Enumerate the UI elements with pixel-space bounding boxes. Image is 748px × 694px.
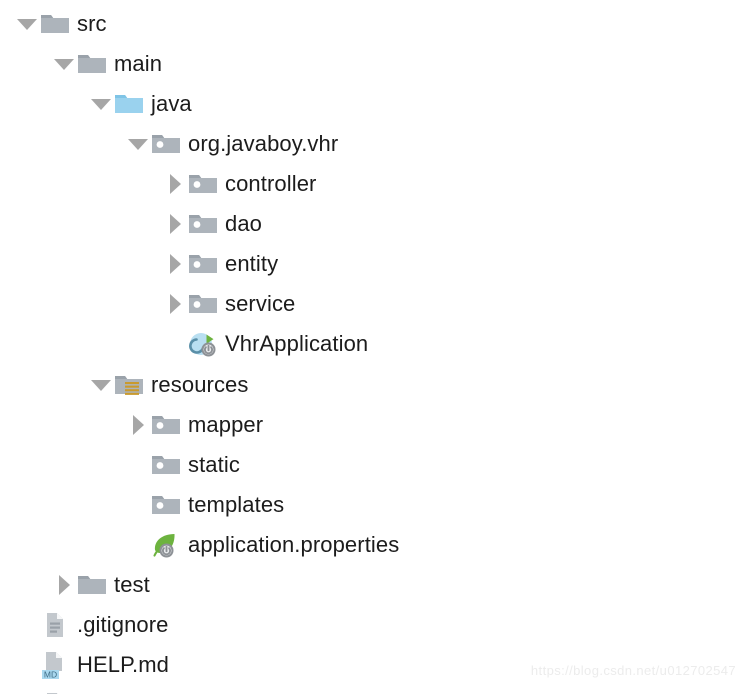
expand-arrow-icon[interactable]: [162, 164, 188, 204]
tree-row-clipped[interactable]: [0, 685, 748, 694]
tree-row-label: org.javaboy.vhr: [188, 131, 339, 156]
tree-row-label: resources: [151, 372, 249, 397]
collapse-arrow-icon[interactable]: [51, 44, 77, 84]
collapse-arrow-icon[interactable]: [88, 84, 114, 124]
spring-properties-file-icon: [151, 530, 181, 560]
no-arrow-spacer: [162, 324, 188, 364]
tree-row[interactable]: .gitignore: [14, 605, 169, 645]
tree-row[interactable]: dao: [162, 204, 262, 244]
collapse-arrow-icon[interactable]: [125, 124, 151, 164]
tree-row-label: src: [77, 11, 107, 36]
tree-row-label: dao: [225, 211, 263, 236]
tree-row[interactable]: resources: [88, 365, 249, 405]
no-arrow-spacer: [14, 645, 40, 685]
package-folder-icon: [188, 249, 218, 279]
collapse-arrow-icon[interactable]: [14, 4, 40, 44]
watermark-text: https://blog.csdn.net/u012702547: [530, 663, 736, 678]
tree-row-partial[interactable]: [14, 685, 77, 694]
tree-row-label: mapper: [188, 412, 264, 437]
expand-arrow-icon[interactable]: [162, 244, 188, 284]
folder-icon: [77, 570, 107, 600]
expand-arrow-icon[interactable]: [125, 405, 151, 445]
tree-row[interactable]: VhrApplication: [162, 324, 368, 364]
package-folder-icon: [188, 169, 218, 199]
tree-row-label: HELP.md: [77, 652, 170, 677]
tree-row-label: java: [151, 91, 192, 116]
no-arrow-spacer: [14, 685, 40, 694]
package-folder-icon: [151, 490, 181, 520]
tree-row[interactable]: static: [125, 445, 240, 485]
expand-arrow-icon[interactable]: [51, 565, 77, 605]
tree-row-label: main: [114, 51, 163, 76]
tree-row-label: entity: [225, 251, 279, 276]
tree-row[interactable]: main: [51, 44, 162, 84]
package-folder-icon: [151, 410, 181, 440]
markdown-file-icon: MD: [40, 650, 70, 680]
tree-row[interactable]: mapper: [125, 405, 263, 445]
no-arrow-spacer: [125, 525, 151, 565]
tree-row-label: VhrApplication: [225, 331, 369, 356]
tree-row-label: .gitignore: [77, 612, 169, 637]
tree-row[interactable]: MD HELP.md: [14, 645, 169, 685]
resources-root-folder-icon: [114, 370, 144, 400]
tree-row[interactable]: templates: [125, 485, 284, 525]
tree-row[interactable]: test: [51, 565, 150, 605]
tree-row[interactable]: application.properties: [125, 525, 399, 565]
tree-row-label: controller: [225, 171, 317, 196]
no-arrow-spacer: [125, 445, 151, 485]
tree-row-label: static: [188, 452, 240, 477]
package-folder-icon: [188, 289, 218, 319]
tree-row-label: templates: [188, 492, 285, 517]
tree-row[interactable]: controller: [162, 164, 316, 204]
tree-row[interactable]: java: [88, 84, 192, 124]
tree-row[interactable]: service: [162, 284, 295, 324]
tree-row-label: service: [225, 291, 296, 316]
expand-arrow-icon[interactable]: [162, 204, 188, 244]
folder-icon: [77, 49, 107, 79]
tree-row-label: test: [114, 572, 150, 597]
collapse-arrow-icon[interactable]: [88, 365, 114, 405]
folder-icon: [40, 9, 70, 39]
tree-row[interactable]: entity: [162, 244, 278, 284]
expand-arrow-icon[interactable]: [162, 284, 188, 324]
text-file-icon: [40, 610, 70, 640]
tree-row-label: application.properties: [188, 532, 400, 557]
no-arrow-spacer: [125, 485, 151, 525]
package-folder-icon: [151, 129, 181, 159]
package-folder-icon: [151, 450, 181, 480]
file-icon: [40, 690, 70, 694]
svg-text:MD: MD: [44, 669, 57, 679]
package-folder-icon: [188, 209, 218, 239]
tree-row[interactable]: src: [14, 4, 107, 44]
tree-row[interactable]: org.javaboy.vhr: [125, 124, 338, 164]
source-root-folder-icon: [114, 89, 144, 119]
spring-boot-application-icon: [188, 329, 218, 359]
no-arrow-spacer: [14, 605, 40, 645]
